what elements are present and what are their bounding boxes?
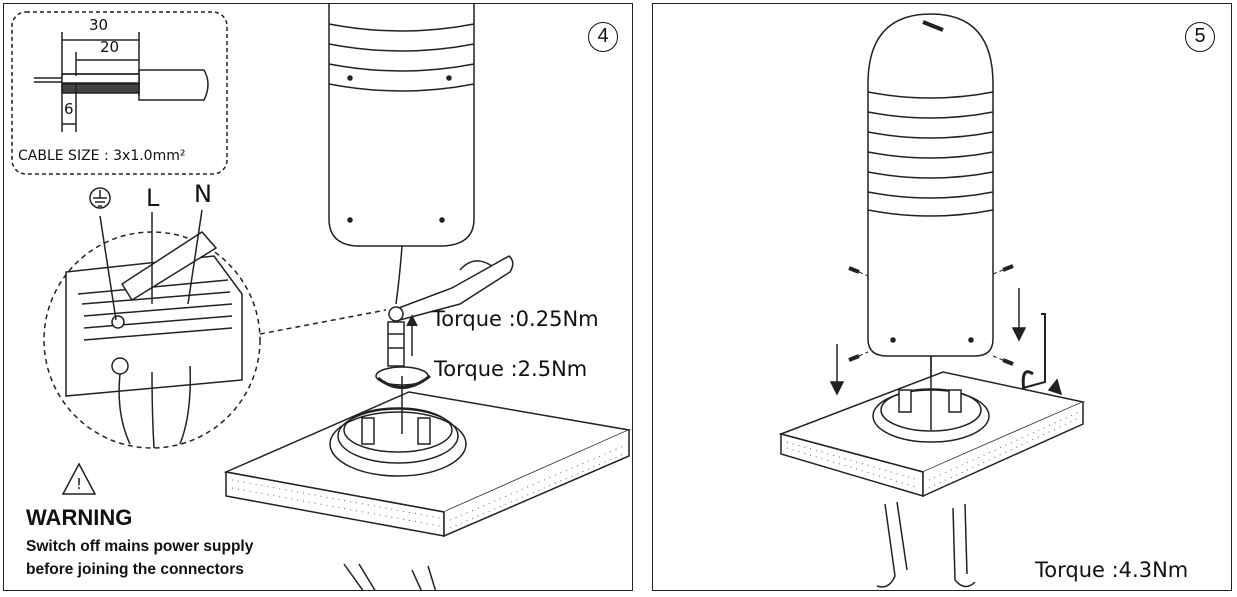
cable-size-label: CABLE SIZE : 3x1.0mm² <box>18 148 186 164</box>
detail-leader-line <box>259 309 387 335</box>
torque-bolts-label: Torque :4.3Nm <box>1035 558 1189 582</box>
warning-line-1: Switch off mains power supply <box>26 538 254 555</box>
dimension-30: 30 <box>89 16 109 34</box>
warning-exclamation: ! <box>76 475 82 493</box>
cable-inset-frame <box>11 11 228 175</box>
cable-strip-drawing <box>34 32 209 132</box>
inline-connector <box>375 314 431 389</box>
torque-gland-label: Torque :2.5Nm <box>434 357 588 381</box>
torque-screw-label: Torque :0.25Nm <box>432 307 599 331</box>
bollard-lamp-body <box>328 4 475 247</box>
warning-line-2: before joining the connectors <box>26 561 244 578</box>
warning-title: WARNING <box>26 505 133 530</box>
down-arrow-right <box>1011 288 1027 342</box>
down-arrow-left <box>829 344 845 396</box>
warning-triangle-icon <box>61 462 97 495</box>
terminal-neutral-label: N <box>194 180 212 208</box>
step-4-panel: ! 4 30 20 6 CABLE SIZE : 3x1.0mm² L N To… <box>3 3 633 591</box>
lamp-cable <box>395 245 403 305</box>
concrete-base <box>223 376 632 590</box>
terminal-live-label: L <box>146 184 160 212</box>
earth-ground-icon <box>89 187 111 209</box>
screwdriver <box>388 255 514 322</box>
step-4-illustration: ! <box>11 4 632 590</box>
step-number-badge: 4 <box>588 22 618 52</box>
dimension-20: 20 <box>100 38 120 56</box>
step-5-illustration <box>778 13 1086 588</box>
grub-screws <box>848 264 1014 366</box>
dimension-6: 6 <box>64 100 74 118</box>
bollard-lamp-assembled <box>867 13 994 430</box>
step-5-panel: 5 Torque :4.3Nm <box>652 3 1232 591</box>
terminal-block-drawing <box>65 209 243 449</box>
step-number-badge: 5 <box>1185 22 1215 52</box>
concrete-base <box>778 356 1086 588</box>
